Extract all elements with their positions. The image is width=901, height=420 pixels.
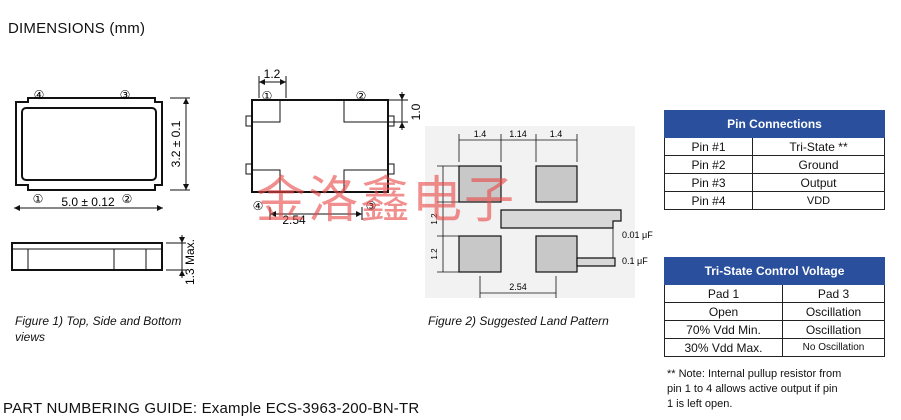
- table-row: Open Oscillation: [664, 302, 885, 321]
- dim-land-pitch: 2.54: [509, 282, 527, 292]
- pin-connections-title: Pin Connections: [664, 110, 885, 138]
- top-view: [15, 97, 163, 191]
- table-row: Pin #4 VDD: [664, 191, 885, 210]
- function-cell: VDD: [752, 191, 885, 210]
- tri-state-table: Tri-State Control Voltage Pad 1 Pad 3 Op…: [664, 257, 885, 357]
- dim-max-height-label: 1.3 Max.: [183, 239, 197, 285]
- pin-label-2: ②: [122, 192, 133, 206]
- bottom-view-diagram: 1.2 ① ② ④ ③ 1.0 2.54: [245, 67, 423, 227]
- note-line-2: pin 1 to 4 allows active output if pin: [667, 383, 838, 395]
- table-header-row: Pad 1 Pad 3: [664, 284, 885, 303]
- land-pad-2: [535, 165, 578, 203]
- dim-width-label: 5.0 ± 0.12: [61, 195, 115, 209]
- supply-trace: [500, 209, 622, 229]
- land-pad-1: [458, 165, 502, 203]
- function-cell: Output: [752, 173, 885, 192]
- side-view: [11, 242, 163, 271]
- table-row: 70% Vdd Min. Oscillation: [664, 320, 885, 339]
- col-pad3-header: Pad 3: [782, 284, 885, 303]
- tri-state-title: Tri-State Control Voltage: [664, 257, 885, 285]
- dim-pad-w-right: 1.4: [550, 129, 563, 139]
- pin-label-4: ④: [34, 88, 45, 102]
- function-cell: Tri-State **: [752, 137, 885, 156]
- figure1-caption-line2: views: [15, 330, 46, 344]
- dim-pad-w-left: 1.4: [474, 129, 487, 139]
- pin-label-3: ③: [120, 88, 131, 102]
- dim-pad-height-label: 1.0: [409, 103, 423, 120]
- pullup-note: ** Note: Internal pullup resistor from p…: [667, 367, 841, 412]
- pad1-cell: 70% Vdd Min.: [664, 320, 783, 339]
- dimensions-heading: DIMENSIONS (mm): [8, 20, 146, 37]
- table-row: Pin #2 Ground: [664, 155, 885, 174]
- watermark: 金洛鑫电子: [256, 171, 516, 229]
- pin-cell: Pin #2: [664, 155, 753, 174]
- part-numbering-heading: PART NUMBERING GUIDE: Example ECS-3963-2…: [3, 400, 420, 417]
- pin-cell: Pin #1: [664, 137, 753, 156]
- bottom-pin-2: ②: [356, 89, 367, 103]
- figure1-diagram: ④ ③ ① ② 5.0 ± 0.12 3.2 ± 0.1 1.3 Max.: [11, 88, 197, 285]
- pad1-cell: 30% Vdd Max.: [664, 338, 783, 357]
- function-cell: Ground: [752, 155, 885, 174]
- land-pad-4: [458, 235, 502, 273]
- table-row: Pin #3 Output: [664, 173, 885, 192]
- land-pattern-diagram: 1.4 1.14 1.4 1.2 1.2 2.54 0.01 μF 0.1 μF: [430, 129, 653, 298]
- cap-top-label: 0.01 μF: [622, 230, 653, 240]
- dim-pad-h: 1.2: [430, 248, 439, 260]
- pad1-cell: Open: [664, 302, 783, 321]
- pin-cell: Pin #3: [664, 173, 753, 192]
- pin-label-1: ①: [33, 192, 44, 206]
- figure1-caption-line1: Figure 1) Top, Side and Bottom: [15, 314, 182, 328]
- figure1-caption: Figure 1) Top, Side and Bottom views: [15, 313, 181, 345]
- cap-bottom-label: 0.1 μF: [622, 256, 648, 266]
- pad3-cell: No Oscillation: [782, 338, 885, 357]
- table-row: Pin #1 Tri-State **: [664, 137, 885, 156]
- note-line-1: ** Note: Internal pullup resistor from: [667, 368, 842, 380]
- bottom-pin-4: ④: [253, 199, 264, 213]
- land-pad-3: [535, 235, 578, 273]
- dim-gap-v: 1.2: [430, 213, 439, 225]
- pin-connections-table: Pin Connections Pin #1 Tri-State ** Pin …: [664, 110, 885, 210]
- dim-pitch-label: 2.54: [282, 213, 306, 227]
- bottom-pin-3: ③: [366, 199, 377, 213]
- bottom-pin-1: ①: [262, 89, 273, 103]
- pad3-cell: Oscillation: [782, 302, 885, 321]
- dim-pad-width-label: 1.2: [264, 67, 281, 81]
- pin-cell: Pin #4: [664, 191, 753, 210]
- pad3-cell: Oscillation: [782, 320, 885, 339]
- output-trace: [576, 257, 616, 267]
- table-row: 30% Vdd Max. No Oscillation: [664, 338, 885, 357]
- note-line-3: 1 is left open.: [667, 398, 733, 410]
- dim-gap: 1.14: [509, 129, 527, 139]
- figure2-caption: Figure 2) Suggested Land Pattern: [428, 314, 609, 328]
- dim-height-label: 3.2 ± 0.1: [169, 120, 183, 167]
- col-pad1-header: Pad 1: [664, 284, 783, 303]
